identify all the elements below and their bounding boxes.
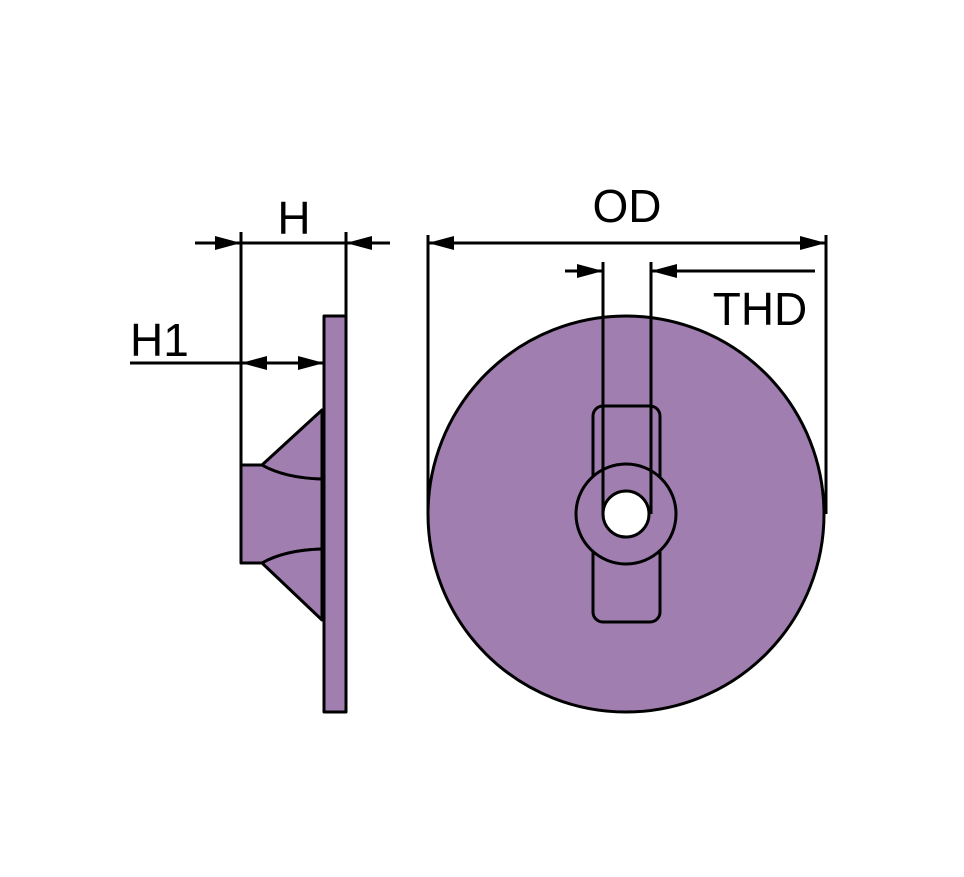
dim-h-arrow-right: [346, 236, 372, 250]
dim-thd-arrow-left: [577, 264, 603, 278]
dim-h1-label: H1: [130, 314, 189, 366]
dimension-od: OD: [426, 180, 828, 514]
dim-h1-arrow-left: [241, 356, 267, 370]
dim-od-label: OD: [593, 180, 662, 232]
dim-h1-arrow-right: [298, 356, 324, 370]
front-view: [426, 314, 826, 714]
dim-h-arrow-left: [215, 236, 241, 250]
dim-od-arrow-left: [428, 236, 454, 250]
dim-h-label: H: [277, 192, 310, 244]
dimension-h1: H1: [130, 314, 324, 370]
dim-od-arrow-right: [800, 236, 826, 250]
side-view-plate: [322, 314, 348, 714]
side-view-cone-upper: [260, 408, 324, 481]
front-view-center-hole: [601, 489, 651, 539]
side-view: [239, 314, 348, 714]
dimension-h: H: [195, 192, 390, 563]
dimension-thd: THD: [565, 262, 815, 514]
dim-thd-label: THD: [713, 283, 808, 335]
side-view-cone-lower: [260, 547, 324, 622]
dim-thd-arrow-right: [651, 264, 677, 278]
